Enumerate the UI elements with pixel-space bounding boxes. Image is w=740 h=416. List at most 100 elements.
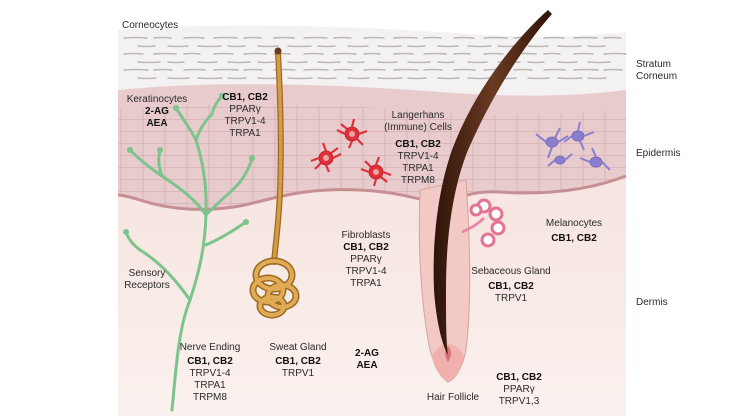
keratinocyte-receptors: CB1, CB2 PPARγ TRPV1-4 TRPA1 <box>210 92 280 140</box>
sweat-gland <box>249 47 300 319</box>
stratum-corneum-label: Stratum Corneum <box>636 59 677 83</box>
sensory-receptors-title-2: Receptors <box>124 280 170 291</box>
corneocyte-flake <box>527 61 545 64</box>
melanocytes-cb: CB1, CB2 <box>551 233 597 244</box>
corneocyte-flake <box>543 68 566 71</box>
keratinocytes-title: Keratinocytes <box>126 94 188 105</box>
sweat-gland-title: Sweat Gland <box>269 342 327 353</box>
keratinocytes-aea: AEA <box>146 118 168 129</box>
corneocyte-flake <box>587 61 611 64</box>
corneocyte-flake <box>393 52 414 55</box>
nerve-ending-receptor-1: TRPV1-4 <box>189 368 231 379</box>
dermis-2ag: 2-AG <box>355 348 379 359</box>
corneocytes-label: Corneocytes <box>122 20 179 31</box>
nerve-ending-title: Nerve Ending <box>179 342 241 353</box>
corneocyte-flake <box>123 68 149 71</box>
corneocyte-flake <box>587 77 607 80</box>
corneocyte-flake <box>347 45 369 48</box>
corneocyte-flake <box>183 52 201 55</box>
corneocyte-flake <box>183 68 206 71</box>
corneocyte-flake <box>467 45 492 48</box>
corneocyte-flake <box>467 61 488 64</box>
corneocyte-flake <box>557 77 583 80</box>
corneocyte-flake <box>437 77 460 80</box>
corneocyte-flake <box>183 36 205 39</box>
stratum-corneum-label-line1: Stratum <box>636 59 672 70</box>
corneocyte-flake <box>153 68 173 71</box>
corneocyte-flake <box>227 45 246 48</box>
corneocyte-flake <box>123 36 148 39</box>
sensory-receptors-title-1: Sensory <box>128 268 166 279</box>
corneocyte-flake <box>407 45 426 48</box>
corneocyte-flake <box>303 36 328 39</box>
dermis-label: Dermis <box>636 297 668 308</box>
corneocyte-flake <box>573 68 599 71</box>
nerve-ending-label: Nerve Ending CB1, CB2 TRPV1-4 TRPA1 TRPM… <box>174 342 246 404</box>
sebaceous-gland-label: Sebaceous Gland CB1, CB2 TRPV1 <box>466 266 556 305</box>
corneocyte-flake <box>453 68 476 71</box>
corneocyte-flake <box>423 52 447 55</box>
corneocyte-flake <box>423 36 442 39</box>
corneocyte-flake <box>137 61 161 64</box>
langerhans-title-2: (Immune) Cells <box>384 122 452 133</box>
dermis-ligands: 2-AG AEA <box>346 348 388 372</box>
hair-follicle-cb: CB1, CB2 <box>496 372 542 383</box>
corneocyte-flake <box>453 36 475 39</box>
corneocyte-flake <box>317 61 341 64</box>
fibroblasts-receptor-2: TRPV1-4 <box>345 266 387 277</box>
langerhans-receptor-2: TRPA1 <box>402 163 434 174</box>
corneocyte-flake <box>273 68 296 71</box>
corneocyte-flake <box>197 45 222 48</box>
epidermis-cell-grid <box>118 104 626 210</box>
hair-follicle-receptor-2: TRPV1,3 <box>498 396 540 407</box>
corneocyte-flake <box>407 61 431 64</box>
langerhans-receptor-1: TRPV1-4 <box>397 151 439 162</box>
corneocyte-flake <box>227 77 247 80</box>
sensory-nerve <box>124 94 254 412</box>
corneocyte-flake <box>213 52 234 55</box>
nerve-ending-cb: CB1, CB2 <box>187 356 233 367</box>
sweat-gland-label: Sweat Gland CB1, CB2 TRPV1 <box>262 342 334 380</box>
corneocyte-flake <box>167 61 185 64</box>
corneocyte-flake <box>497 45 516 48</box>
melanocytes-label: Melanocytes CB1, CB2 <box>534 218 614 245</box>
corneocyte-flake <box>213 36 238 39</box>
hair-follicle-receptors: CB1, CB2 PPARγ TRPV1,3 <box>484 372 554 408</box>
sebaceous-gland-cb: CB1, CB2 <box>488 281 534 292</box>
corneocyte-flake <box>213 68 239 71</box>
sebaceous-gland-receptor: TRPV1 <box>494 293 528 304</box>
corneocyte-flake <box>557 45 582 48</box>
corneocyte-flake <box>573 36 598 39</box>
corneocyte-flake <box>137 77 157 80</box>
langerhans-title-1: Langerhans <box>391 110 445 121</box>
fibroblasts-receptor-3: TRPA1 <box>350 278 382 289</box>
corneocyte-flake <box>587 45 606 48</box>
corneocyte-flake <box>287 61 308 64</box>
corneocyte-flake <box>257 61 275 64</box>
keratinocytes-label: Keratinocytes 2-AG AEA <box>122 94 192 130</box>
corneocyte-flake <box>423 68 443 71</box>
corneocyte-flake <box>287 45 312 48</box>
corneocyte-flake <box>377 61 398 64</box>
corneocyte-flake <box>333 52 357 55</box>
corneocyte-flake <box>153 52 177 55</box>
corneocyte-flake <box>363 36 385 39</box>
melanocytes-title: Melanocytes <box>545 218 603 229</box>
corneocyte-flake <box>167 45 189 48</box>
corneocyte-flake <box>377 77 403 80</box>
stratum-corneum-label-line2: Corneum <box>636 71 678 82</box>
sweat-gland-cb: CB1, CB2 <box>275 356 321 367</box>
corneocyte-flake <box>243 52 267 55</box>
corneocyte-flake <box>287 77 313 80</box>
nerve-ending-bulbs <box>123 93 255 235</box>
corneocyte-flake <box>333 36 352 39</box>
corneocyte-flake <box>393 36 418 39</box>
corneocyte-flake <box>363 68 386 71</box>
corneocyte-flake <box>603 52 627 55</box>
corneocyte-flake <box>137 45 156 48</box>
corneocyte-flake <box>363 52 381 55</box>
langerhans-receptor-3: TRPM8 <box>401 175 435 186</box>
sebaceous-gland-title: Sebaceous Gland <box>471 266 551 277</box>
